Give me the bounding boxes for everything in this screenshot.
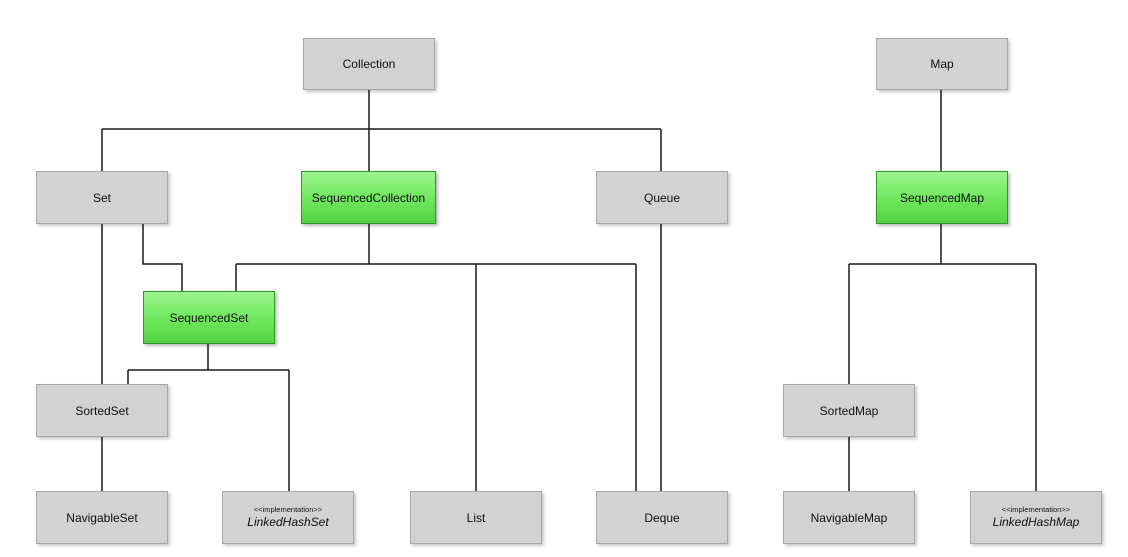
node-label: SortedSet [75,403,129,418]
node-list: List [410,491,542,544]
node-label: LinkedHashSet [247,515,329,529]
node-linked-hash-set: <<implementation>> LinkedHashSet [222,491,354,544]
node-sequenced-set: SequencedSet [143,291,275,344]
node-sequenced-map: SequencedMap [876,171,1008,224]
node-label: Deque [644,510,680,525]
node-map: Map [876,38,1008,90]
node-label: NavigableMap [810,510,888,525]
node-collection: Collection [303,38,435,90]
node-label: Queue [643,190,681,205]
node-label: Map [930,57,954,71]
node-navigable-set: NavigableSet [36,491,168,544]
node-label: SequencedSet [169,310,249,325]
node-set: Set [36,171,168,224]
node-label: LinkedHashMap [992,515,1080,529]
node-stereotype: <<implementation>> [253,505,323,514]
node-linked-hash-map: <<implementation>> LinkedHashMap [970,491,1102,544]
node-sorted-set: SortedSet [36,384,168,437]
node-sorted-map: SortedMap [783,384,915,437]
node-label: SequencedMap [899,190,985,205]
node-navigable-map: NavigableMap [783,491,915,544]
edge-set-seqset [142,224,183,291]
node-deque: Deque [596,491,728,544]
node-label: SortedMap [819,403,879,418]
node-label: Set [92,190,111,205]
node-label: Collection [342,57,396,71]
node-label: SequencedCollection [311,190,426,205]
node-sequenced-collection: SequencedCollection [301,171,436,224]
node-stereotype: <<implementation>> [1001,505,1071,514]
node-queue: Queue [596,171,728,224]
node-label: NavigableSet [66,510,138,525]
node-label: List [466,510,486,525]
